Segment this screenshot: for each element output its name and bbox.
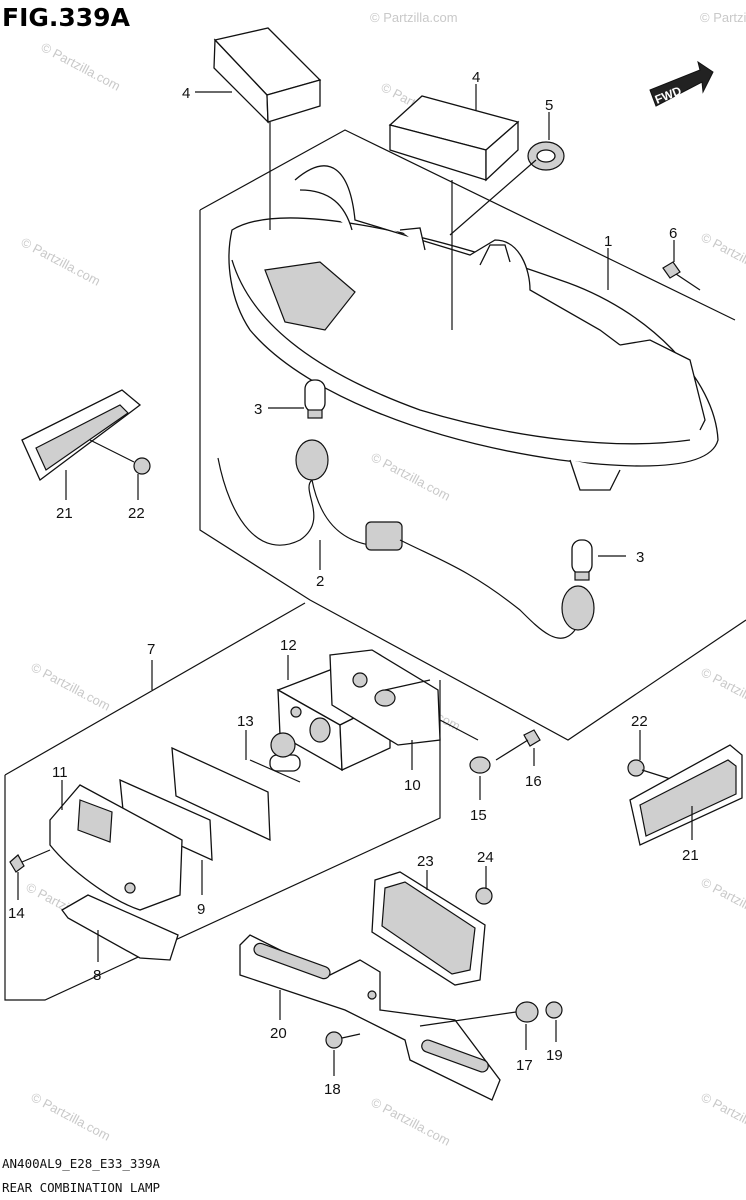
nut-part — [545, 1001, 563, 1019]
bulb-part — [304, 379, 326, 419]
callout-number: 7 — [147, 641, 155, 658]
callout-number: 6 — [669, 225, 677, 242]
callout-number: 20 — [270, 1025, 287, 1042]
watermark: © Partzilla.com — [370, 10, 458, 25]
callout-number: 5 — [545, 97, 553, 114]
assembly-frame — [199, 129, 736, 321]
assembly-frame — [199, 210, 746, 741]
watermark-layer: © Partzilla.com © Partzilla.com © Partzi… — [19, 10, 746, 1149]
figure-title: FIG.339A — [2, 3, 131, 32]
license-lamp-frame — [4, 602, 306, 776]
callout-number: 9 — [197, 901, 205, 918]
license-lens-part — [49, 784, 183, 911]
bolt-part — [325, 1031, 361, 1049]
cushion-pad-part — [213, 27, 322, 124]
nut-part — [89, 439, 151, 475]
callout-number: 22 — [128, 505, 145, 522]
license-lamp-frame — [4, 680, 441, 1001]
callout-number: 14 — [8, 905, 25, 922]
callout-number: 3 — [636, 549, 644, 566]
callout-number: 21 — [56, 505, 73, 522]
callout-number: 1 — [604, 233, 612, 250]
screw-part — [662, 261, 701, 291]
leader-lines — [17, 84, 693, 1076]
callout-number: 4 — [472, 69, 480, 86]
wiring-harness-part — [217, 439, 595, 639]
watermark: © Partzilla.com — [29, 659, 113, 713]
lens-cover-part — [61, 894, 179, 961]
watermark: © Partzilla.com — [369, 1094, 453, 1148]
callout-number: 15 — [470, 807, 487, 824]
side-reflector-part — [629, 744, 743, 846]
callout-number: 22 — [631, 713, 648, 730]
watermark: © Partzilla.com — [699, 229, 746, 283]
watermark: © Partzilla.com — [699, 874, 746, 928]
figure-caption: REAR COMBINATION LAMP — [2, 1180, 160, 1195]
gasket-plate-part — [329, 649, 441, 746]
watermark: © Partzilla.com — [700, 10, 746, 25]
callout-number: 16 — [525, 773, 542, 790]
watermark: © Partzilla.com — [369, 449, 453, 503]
washer-part — [419, 1001, 539, 1027]
washer-part — [469, 756, 491, 774]
screw-part — [495, 729, 541, 761]
callout-number: 2 — [316, 573, 324, 590]
callout-number: 11 — [52, 764, 68, 781]
callout-number: 12 — [280, 637, 297, 654]
callout-number: 3 — [254, 401, 262, 418]
callout-labels: 4 4 5 1 6 3 3 2 21 22 7 12 13 11 10 15 1… — [8, 69, 699, 1098]
bulb-part — [571, 539, 593, 581]
watermark: © Partzilla.com — [699, 664, 746, 718]
callout-number: 18 — [324, 1081, 341, 1098]
watermark: © Partzilla.com — [699, 1089, 746, 1143]
watermark: © Partzilla.com — [19, 234, 103, 288]
grommet-part — [527, 141, 565, 171]
side-reflector-part — [21, 389, 142, 482]
tail-lamp-assembly-part — [228, 165, 719, 491]
model-code: AN400AL9_E28_E33_339A — [2, 1156, 161, 1171]
callout-number: 10 — [404, 777, 421, 794]
watermark: © Partzilla.com — [39, 39, 123, 93]
callout-number: 23 — [417, 853, 434, 870]
cushion-pad-part — [388, 95, 520, 182]
license-bulb-part — [269, 732, 301, 772]
callout-number: 19 — [546, 1047, 563, 1064]
callout-number: 8 — [93, 967, 101, 984]
nut-part — [475, 887, 493, 905]
callout-number: 21 — [682, 847, 699, 864]
watermark: © Partzilla.com — [29, 1089, 113, 1143]
bracket-part — [239, 934, 501, 1101]
lamp-housing-part — [119, 746, 271, 862]
callout-number: 4 — [182, 85, 190, 102]
callout-number: 17 — [516, 1057, 533, 1074]
fwd-arrow-icon: FWD — [649, 60, 714, 107]
callout-number: 13 — [237, 713, 254, 730]
callout-number: 24 — [477, 849, 494, 866]
rear-reflector-part — [371, 871, 486, 986]
screw-part — [9, 849, 51, 873]
